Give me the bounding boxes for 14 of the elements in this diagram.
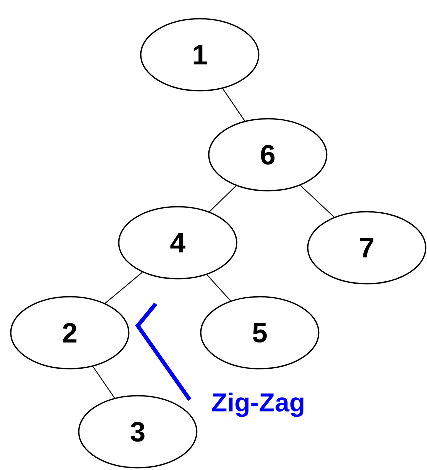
tree-node: 5	[200, 296, 320, 370]
tree-edge	[209, 186, 237, 212]
tree-node: 7	[307, 211, 427, 285]
tree-edge	[300, 185, 335, 218]
tree-node: 1	[140, 18, 260, 92]
tree-edge	[92, 366, 116, 399]
tree-node: 2	[10, 296, 130, 370]
tree-node: 3	[78, 395, 198, 469]
tree-node: 4	[118, 206, 238, 280]
tree-edge	[104, 272, 144, 304]
tree-node: 6	[208, 118, 328, 192]
tree-edge	[222, 88, 246, 122]
tree-edge	[206, 274, 232, 302]
zig-zag-label: Zig-Zag	[212, 392, 304, 418]
